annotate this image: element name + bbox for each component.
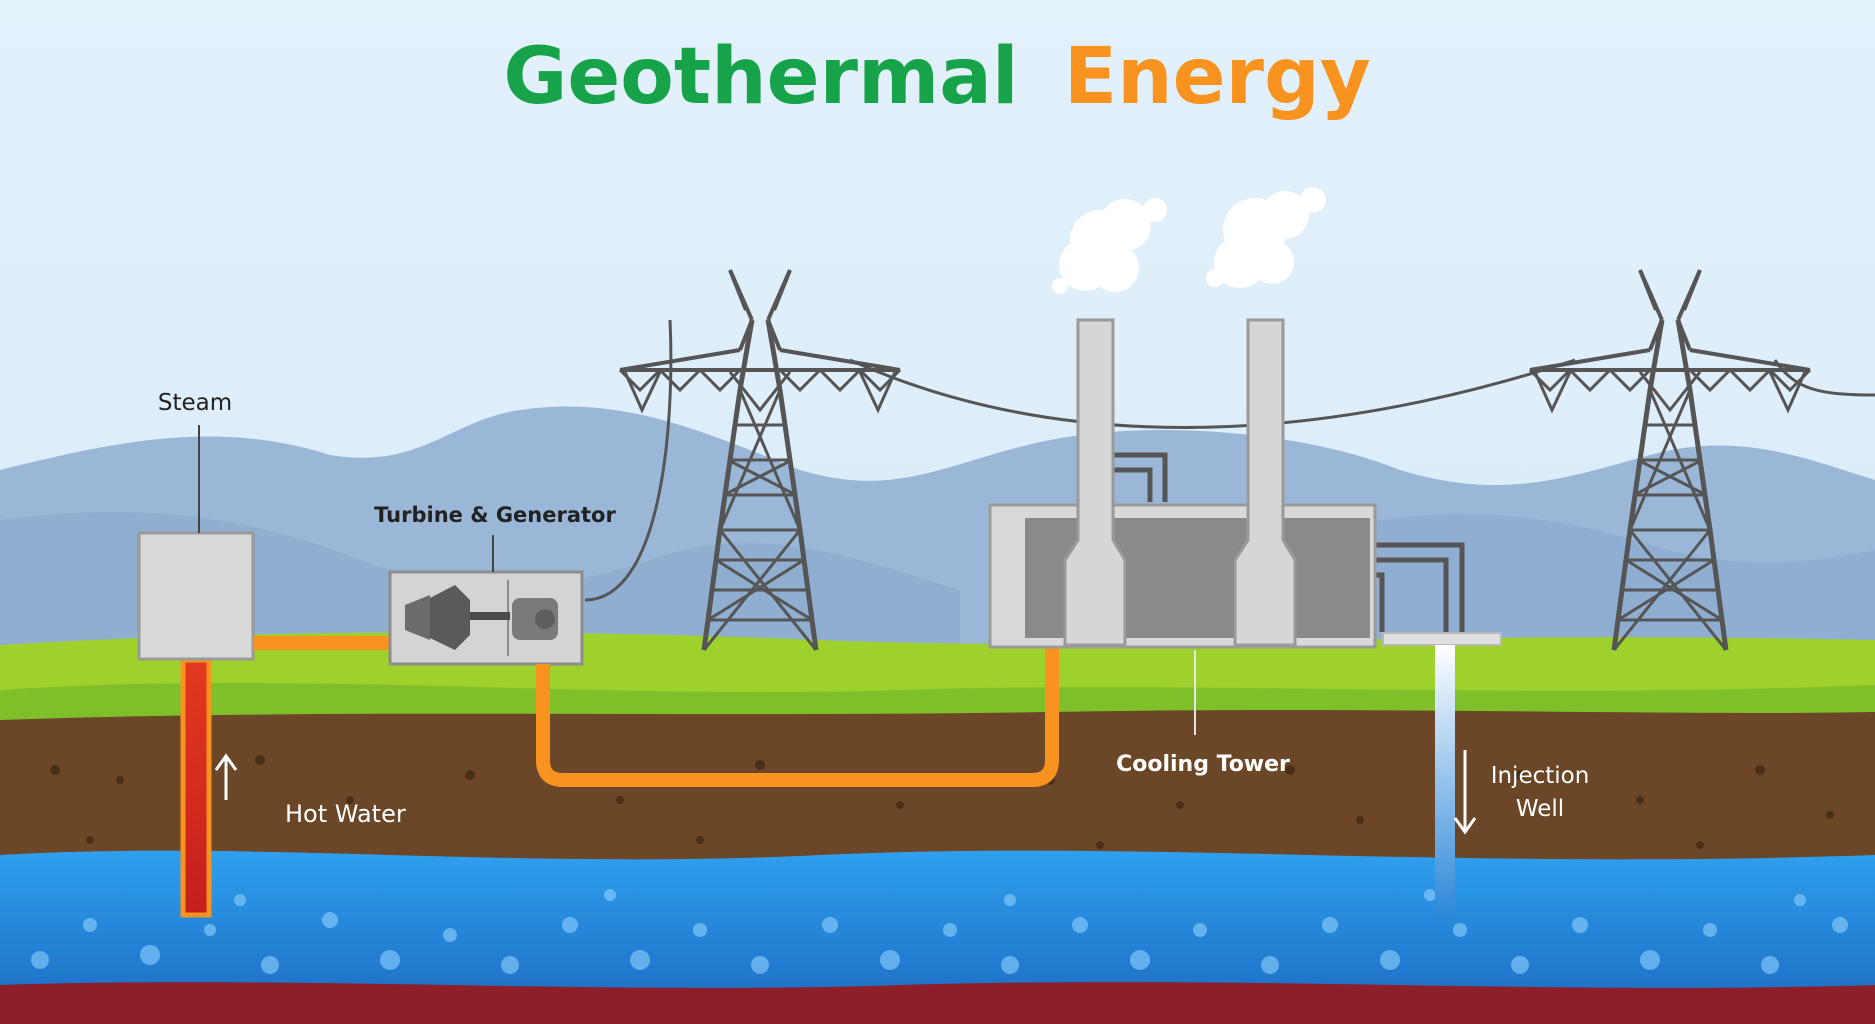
steam-cloud-icon — [1052, 187, 1326, 294]
page-title: Geothermal Energy — [503, 32, 1370, 122]
label-cooling-tower: Cooling Tower — [1116, 752, 1290, 777]
soil-layer — [0, 710, 1875, 880]
turbine-generator — [388, 570, 584, 666]
steam-pipe — [253, 636, 393, 650]
magma-layer — [0, 982, 1875, 1024]
title-part-geothermal: Geothermal — [503, 32, 1018, 122]
label-turbine-generator: Turbine & Generator — [374, 503, 616, 527]
production-well-pipe — [180, 657, 212, 918]
arrow-down-icon — [1453, 750, 1477, 835]
soil-speckles — [50, 755, 1834, 849]
power-line-middle — [849, 358, 1576, 429]
condensate-pipe — [536, 648, 1059, 787]
label-injection-well-line2: Well — [1516, 796, 1564, 822]
label-steam: Steam — [158, 390, 232, 416]
title-part-energy: Energy — [1064, 32, 1371, 122]
label-hot-water: Hot Water — [285, 800, 406, 828]
power-line-generator — [584, 319, 673, 602]
injection-well-cap — [1382, 632, 1502, 646]
injection-well-pipe — [1435, 645, 1455, 920]
water-bubbles — [31, 889, 1848, 974]
groundwater-reservoir — [0, 850, 1875, 990]
steam-separator — [137, 531, 255, 661]
label-injection-well-line1: Injection — [1491, 763, 1590, 789]
arrow-up-icon — [214, 753, 238, 800]
cooling-tower-plant — [988, 318, 1465, 649]
